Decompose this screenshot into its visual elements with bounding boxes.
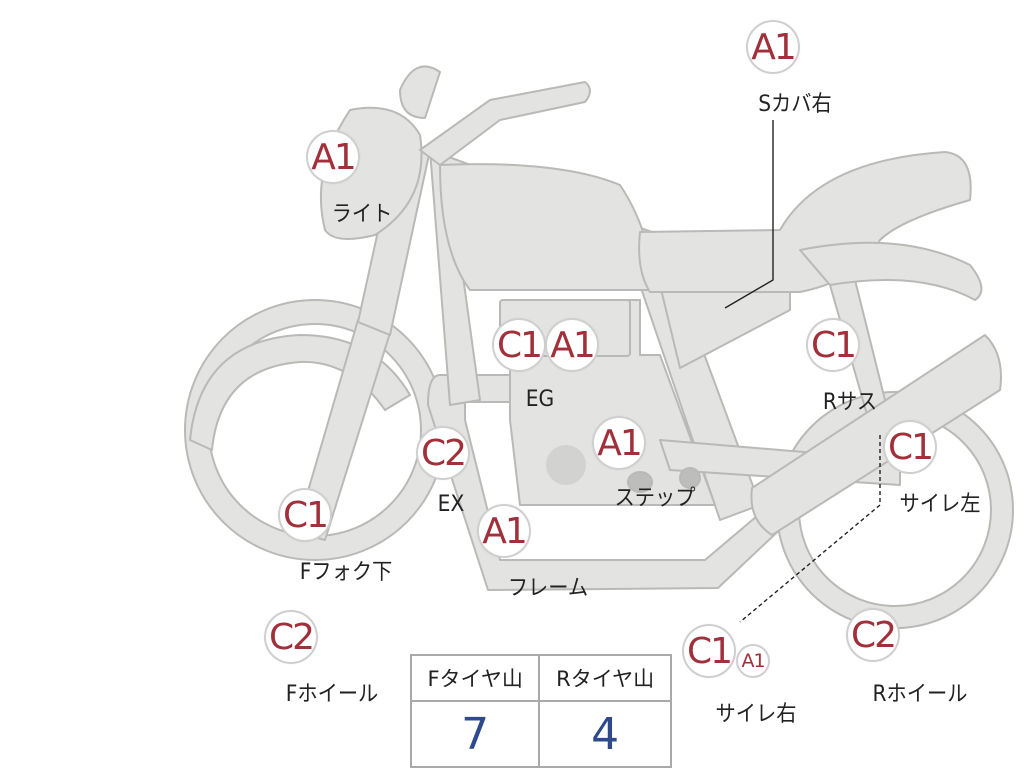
grade-badge-f-fork-lower: C1: [280, 490, 330, 540]
grade-text: A1: [550, 324, 596, 366]
grade-badge-light: A1: [308, 132, 358, 182]
rear-tire-value: 4: [538, 700, 672, 768]
table-header-row: Fタイヤ山 Rタイヤ山: [409, 654, 672, 702]
leader-line-silencer-left: [739, 435, 881, 623]
fuel-tank: [439, 163, 656, 291]
part-label-frame: フレーム: [507, 576, 589, 601]
side-cover: [659, 284, 791, 369]
grade-badge-silencer-right-2: A1: [738, 646, 768, 676]
table-row: 7 4: [409, 700, 672, 768]
grade-text: A1: [597, 422, 643, 464]
table-header-rear-tire: Rタイヤ山: [538, 654, 672, 702]
grade-badge-ex: C2: [418, 428, 468, 478]
grade-text: C1: [810, 324, 857, 366]
grade-badge-step: A1: [594, 418, 644, 468]
footpeg: [627, 471, 653, 493]
grade-text: C2: [420, 432, 467, 474]
rear-fender: [799, 241, 983, 301]
footpeg-2: [679, 467, 701, 489]
part-label-f-fork-lower: Fフォク下: [299, 560, 393, 585]
muffler: [750, 334, 1002, 536]
grade-text: A1: [482, 510, 528, 552]
grade-badge-s-cover-right: A1: [748, 22, 798, 72]
grade-badge-r-sus: C1: [808, 320, 858, 370]
grade-text: C1: [496, 324, 543, 366]
part-label-silencer-left: サイレ左: [899, 492, 981, 517]
part-label-step: ステップ: [614, 486, 696, 511]
grade-text: C2: [268, 616, 315, 658]
grade-badge-silencer-right-1: C1: [684, 626, 734, 676]
grade-text: C1: [887, 426, 934, 468]
part-label-r-sus: Rサス: [822, 390, 878, 415]
grade-text: C1: [282, 494, 329, 536]
seat: [638, 151, 972, 293]
part-label-eg: EG: [525, 387, 555, 412]
tire-tread-table: Fタイヤ山 Rタイヤ山 7 4: [409, 654, 672, 768]
grade-text: A1: [741, 650, 765, 672]
front-tire-value: 7: [409, 700, 541, 768]
mirror-stalk: [399, 65, 441, 119]
grade-badge-f-wheel: C2: [266, 612, 316, 662]
grade-text: C2: [850, 614, 897, 656]
grade-badge-frame: A1: [479, 506, 529, 556]
part-label-f-wheel: Fホイール: [285, 682, 379, 707]
grade-badge-eg-2: A1: [547, 320, 597, 370]
table-header-front-tire: Fタイヤ山: [409, 654, 541, 702]
grade-text: A1: [311, 136, 357, 178]
grade-text: A1: [751, 26, 797, 68]
grade-text: C1: [686, 630, 733, 672]
grade-badge-silencer-left: C1: [885, 422, 935, 472]
part-label-silencer-right: サイレ右: [715, 702, 797, 727]
grade-badge-r-wheel: C2: [848, 610, 898, 660]
part-label-s-cover-right: Sカバ右: [758, 92, 832, 117]
part-label-r-wheel: Rホイール: [872, 682, 968, 707]
handlebar: [419, 81, 591, 166]
engine-cover: [546, 445, 586, 485]
part-label-light: ライト: [331, 202, 393, 227]
part-label-ex: EX: [437, 492, 465, 517]
leader-line-s-cover: [724, 120, 774, 309]
grade-badge-eg-1: C1: [494, 320, 544, 370]
